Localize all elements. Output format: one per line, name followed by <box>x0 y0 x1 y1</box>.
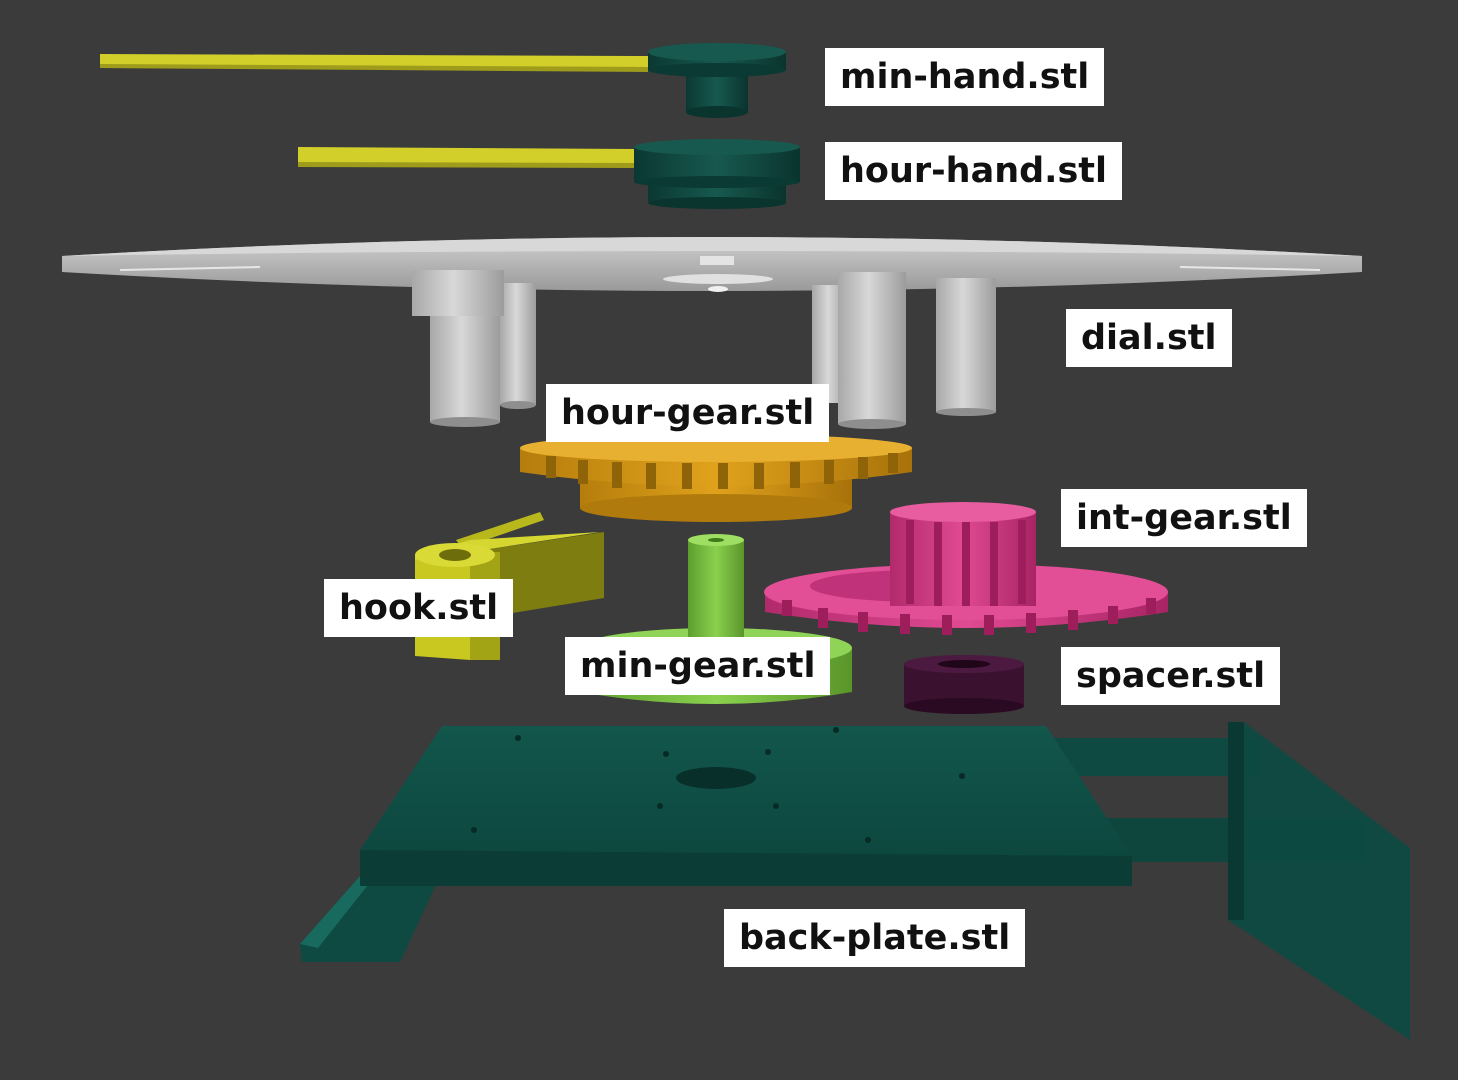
label-int-gear: int-gear.stl <box>1061 489 1307 547</box>
back-plate-part <box>300 722 1410 1040</box>
label-spacer: spacer.stl <box>1061 647 1281 705</box>
label-hook: hook.stl <box>324 579 514 637</box>
dial-part <box>62 237 1362 429</box>
label-min-hand: min-hand.stl <box>825 48 1105 106</box>
label-back-plate: back-plate.stl <box>724 909 1026 967</box>
label-min-gear: min-gear.stl <box>565 637 831 695</box>
back-plate-side-wall <box>1228 722 1410 1040</box>
hour-hand-arm <box>298 147 640 166</box>
label-dial: dial.stl <box>1066 309 1232 367</box>
back-plate-leg <box>300 876 440 962</box>
min-hand-part <box>100 43 786 118</box>
spacer-part <box>904 655 1024 714</box>
hour-hand-part <box>298 139 800 209</box>
label-hour-gear: hour-gear.stl <box>546 384 830 442</box>
hour-gear-part <box>520 433 912 522</box>
hour-hand-hub <box>634 139 800 155</box>
label-hour-hand: hour-hand.stl <box>825 142 1123 200</box>
int-gear-pinion-top <box>890 502 1036 522</box>
min-hand-hub <box>648 43 786 61</box>
int-gear-part <box>764 502 1168 635</box>
back-plate-slab <box>360 726 1132 886</box>
